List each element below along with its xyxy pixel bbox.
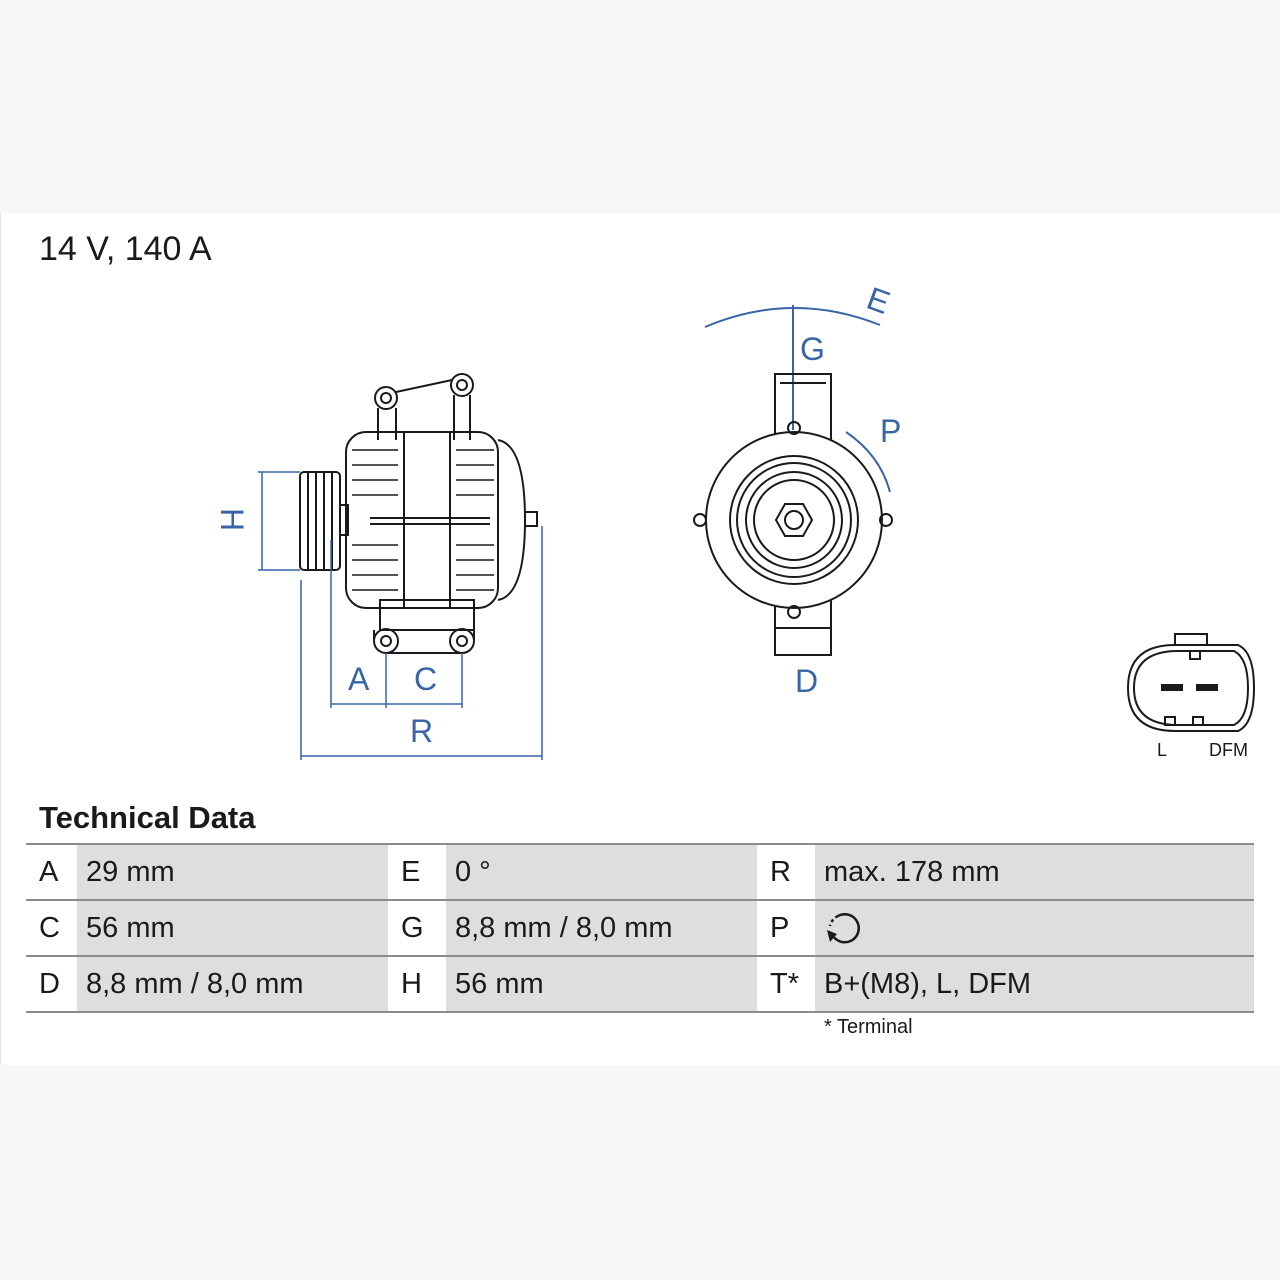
param-key: P (757, 899, 815, 957)
param-value: B+(M8), L, DFM (815, 955, 1254, 1013)
param-value: 29 mm (77, 843, 388, 901)
param-value (815, 899, 1254, 957)
front-dimensions (704, 305, 891, 493)
front-view (693, 373, 893, 656)
param-key: A (26, 843, 77, 901)
side-dimensions (258, 471, 543, 760)
footnote: * Terminal (824, 1016, 913, 1038)
param-key: E (388, 843, 446, 901)
product-title: 14 V, 140 A (39, 230, 212, 268)
label-g: G (800, 331, 825, 367)
side-view (299, 373, 538, 654)
connector-label-l: L (1157, 740, 1168, 760)
param-value: max. 178 mm (815, 843, 1254, 901)
clockwise-rotation-icon (827, 913, 860, 944)
param-key: C (26, 899, 77, 957)
param-value: 0 ° (446, 843, 757, 901)
param-value: 8,8 mm / 8,0 mm (77, 955, 388, 1013)
param-key: G (388, 899, 446, 957)
label-h: H (214, 508, 250, 531)
technical-data-heading: Technical Data (39, 800, 256, 835)
connector-label-dfm: DFM (1209, 740, 1248, 760)
param-key: D (26, 955, 77, 1013)
label-c: C (414, 661, 437, 697)
label-a: A (348, 661, 370, 697)
label-e: E (862, 280, 894, 321)
connector-icon (1126, 633, 1256, 732)
param-value: 56 mm (446, 955, 757, 1013)
label-r: R (410, 713, 433, 749)
param-key: H (388, 955, 446, 1013)
param-value: 8,8 mm / 8,0 mm (446, 899, 757, 957)
label-d: D (795, 663, 818, 699)
label-p: P (880, 413, 901, 449)
param-key: R (757, 843, 815, 901)
param-value: 56 mm (77, 899, 388, 957)
param-key: T* (757, 955, 815, 1013)
